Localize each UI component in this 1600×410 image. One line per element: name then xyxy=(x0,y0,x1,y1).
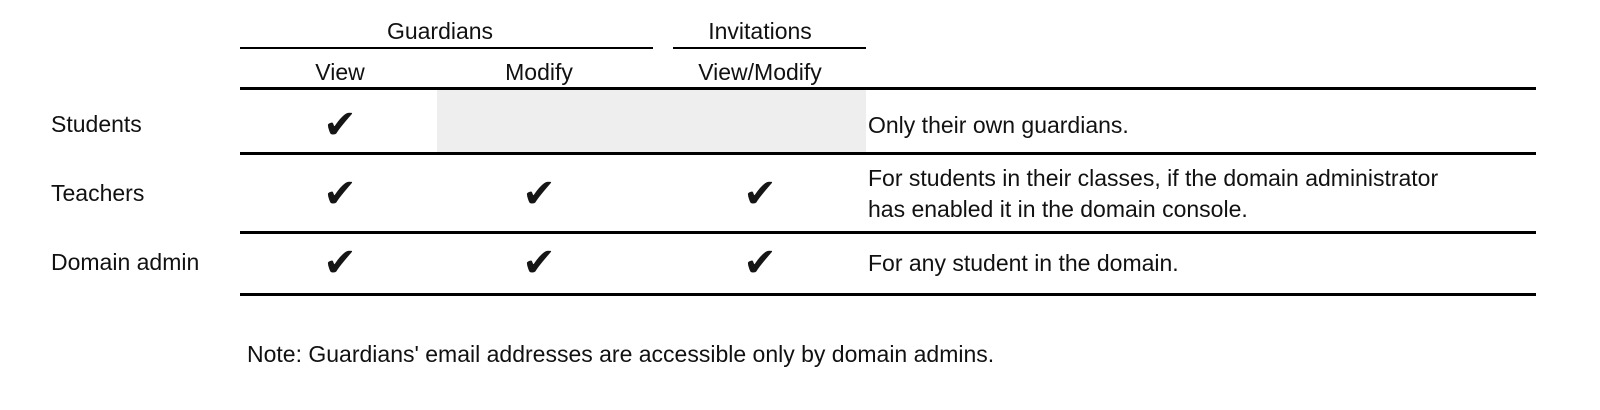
check-teachers-guardians-modify: ✔ xyxy=(522,171,556,217)
check-domain-admin-guardians-modify: ✔ xyxy=(522,240,556,286)
row-rule-after-teachers xyxy=(240,231,1536,234)
check-teachers-invitations-view-modify: ✔ xyxy=(743,171,777,217)
table-top-rule xyxy=(240,87,1536,90)
check-teachers-guardians-view: ✔ xyxy=(323,171,357,217)
group-header-invitations: Invitations xyxy=(708,18,812,44)
group-header-guardians: Guardians xyxy=(386,18,494,44)
row-label-students: Students xyxy=(51,111,142,137)
check-domain-admin-invitations-view-modify: ✔ xyxy=(743,240,777,286)
row-description-teachers: For students in their classes, if the do… xyxy=(868,165,1439,222)
cell-students-modify-unavailable xyxy=(437,90,866,152)
row-description-students: Only their own guardians. xyxy=(868,112,1129,138)
check-students-guardians-view: ✔ xyxy=(323,102,357,148)
column-header-modify: Modify xyxy=(505,59,573,85)
group-rule-invitations xyxy=(673,47,866,49)
check-domain-admin-guardians-view: ✔ xyxy=(323,240,357,286)
row-label-domain-admin: Domain admin xyxy=(51,249,200,275)
group-rule-guardians xyxy=(240,47,653,49)
row-label-teachers: Teachers xyxy=(51,180,145,206)
row-rule-after-students xyxy=(240,152,1536,155)
column-header-view: View xyxy=(315,59,365,85)
column-header-view-modify: View/Modify xyxy=(698,59,822,85)
footnote-guardian-emails: Note: Guardians' email addresses are acc… xyxy=(247,341,995,367)
row-description-domain-admin: For any student in the domain. xyxy=(868,250,1179,276)
table-bottom-rule xyxy=(240,293,1536,296)
